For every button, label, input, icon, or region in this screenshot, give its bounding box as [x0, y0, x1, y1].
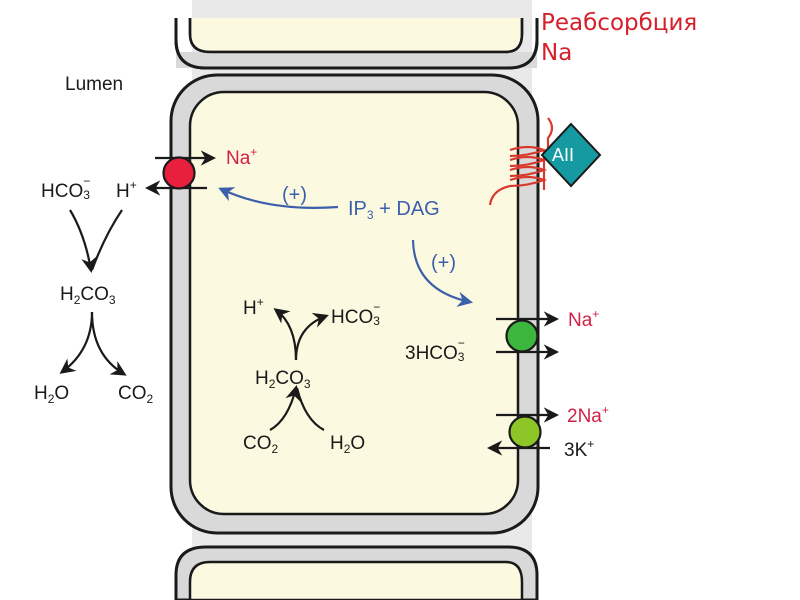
lumen-water-h: H [34, 383, 48, 404]
lumen-reaction-arrows [59, 209, 127, 376]
apical-na-label: Na+ [226, 146, 257, 169]
cell-reaction-arrows [269, 308, 329, 431]
cell-water-o: O [350, 433, 366, 454]
diagram-title: Реабсорбция Na [541, 8, 697, 68]
angiotensin-ii-ligand [540, 122, 602, 188]
cotransporter-na-charge: + [592, 307, 600, 321]
cell-carbonic-acid-sub-2: 2 [268, 377, 276, 391]
lumen-bicarbonate-text: HCO [41, 181, 84, 202]
cell-proton-charge: + [256, 295, 264, 309]
pump-k-text: 3K [564, 440, 588, 461]
cell-water-label: H2O [330, 433, 366, 456]
na-k-atpase [486, 407, 560, 456]
ip-text: IP [348, 198, 367, 220]
cell-co2-label: CO2 [243, 433, 279, 456]
epithelial-cell [169, 73, 540, 535]
cell-proton-text: H [243, 298, 257, 319]
pump-k-label: 3K+ [564, 438, 594, 461]
ip3-to-cotransporter-arrow [411, 239, 474, 307]
cell-bicarbonate-label: HCO−3 [331, 301, 382, 328]
lumen-water-label: H2O [34, 383, 70, 406]
lumen-carbonic-acid-co: CO [80, 284, 109, 305]
cell-carbonic-acid-h: H [255, 368, 269, 389]
lumen-proton-label: H+ [116, 179, 137, 202]
receptor-label: AII [552, 145, 575, 165]
title-line-1: Реабсорбция [541, 10, 698, 36]
lumen-carbonic-acid-h: H [60, 284, 74, 305]
cell-proton-label: H+ [243, 296, 264, 319]
stimulation-label-basolateral: (+) [431, 252, 456, 274]
pump-na-text: 2Na [567, 406, 602, 427]
dag-text: + DAG [373, 198, 440, 220]
stimulation-label-apical: (+) [282, 184, 307, 206]
cell-carbonic-acid-co: CO [275, 368, 304, 389]
lumen-carbonic-acid-sub-3: 3 [108, 293, 116, 307]
ip3-to-nhe-arrow [218, 187, 339, 209]
pump-na-label: 2Na+ [567, 404, 609, 427]
cotransporter-bicarbonate-subscript: 3 [457, 349, 465, 364]
pump-na-charge: + [601, 403, 609, 417]
lumen-bicarbonate-subscript: 3 [83, 187, 90, 202]
cell-water-sub-2: 2 [343, 442, 351, 456]
cotransporter-bicarbonate-text: 3HCO [405, 343, 458, 364]
cotransporter-bicarbonate-charge: − [457, 335, 465, 350]
lumen-carbonic-acid-label: H2CO3 [60, 284, 116, 307]
pump-k-charge: + [587, 437, 595, 451]
cotransporter-na-label: Na+ [568, 308, 599, 331]
cell-bicarbonate-charge: − [373, 299, 381, 314]
cell-bicarbonate-text: HCO [331, 307, 374, 328]
lumen-proton-text: H [116, 181, 130, 202]
lumen-bicarbonate-label: HCO−3 [41, 175, 92, 202]
apical-na-charge: + [250, 145, 258, 159]
cell-co2-sub-2: 2 [271, 442, 279, 456]
cell-carbonic-acid-sub-3: 3 [303, 377, 311, 391]
title-line-2: Na [541, 40, 573, 66]
lumen-water-o: O [54, 383, 70, 404]
cell-carbonic-acid-label: H2CO3 [255, 368, 311, 391]
cell-bicarbonate-subscript: 3 [373, 313, 380, 328]
apical-na-text: Na [226, 148, 251, 169]
upper-neighbour-cell [174, 18, 539, 70]
lumen-co2-sub-2: 2 [146, 392, 154, 406]
lumen-carbonic-acid-sub-2: 2 [73, 293, 81, 307]
lumen-water-sub-2: 2 [47, 392, 55, 406]
lower-neighbour-cell [174, 545, 539, 600]
cell-water-h: H [330, 433, 344, 454]
second-messenger-label: IP3 + DAG [348, 198, 440, 222]
cotransporter-na-text: Na [568, 310, 593, 331]
na-bicarbonate-cotransporter [496, 311, 560, 360]
na-h-exchanger [144, 150, 217, 196]
lumen-label: Lumen [65, 74, 124, 95]
cotransporter-bicarbonate-label: 3HCO−3 [405, 337, 467, 364]
ip-subscript: 3 [366, 208, 374, 222]
lumen-co2-label: CO2 [118, 383, 154, 406]
lumen-co2-co: CO [118, 383, 147, 404]
lumen-proton-charge: + [129, 178, 137, 192]
lumen-bicarbonate-charge: − [83, 173, 91, 188]
cell-co2-co: CO [243, 433, 272, 454]
